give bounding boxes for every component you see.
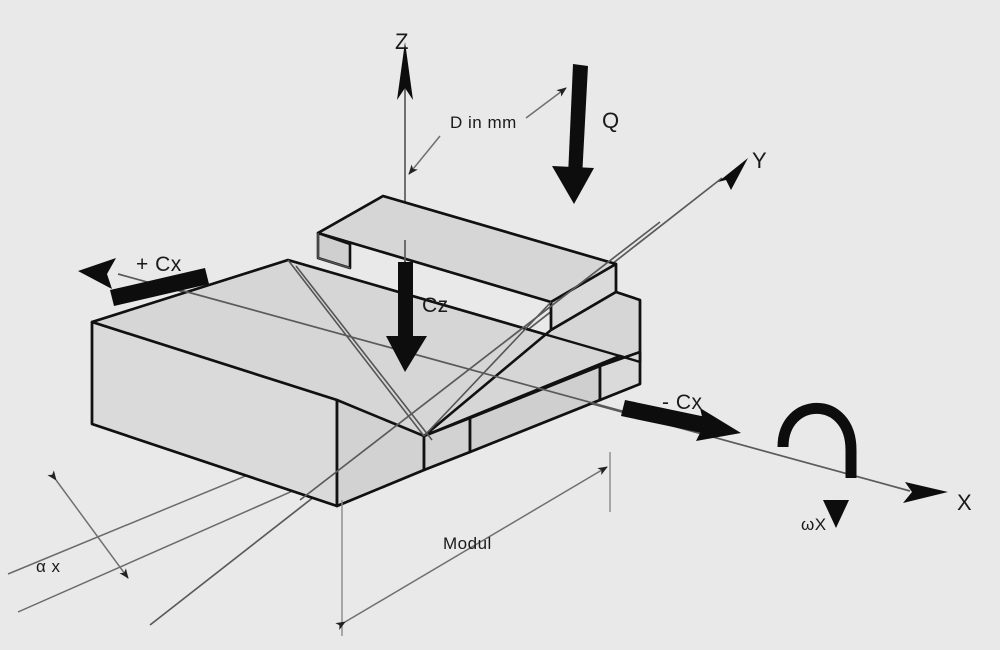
seam-line-left-2 (295, 265, 433, 441)
cz-arrowhead-icon (386, 336, 427, 372)
minus-cx-arrow-shaft (621, 400, 706, 433)
y-axis-overlay (299, 221, 661, 501)
d-dimension-leader-left (408, 135, 441, 175)
seam-line-right (423, 301, 552, 437)
omega-x-label: ωX (801, 515, 827, 534)
d-dimension-leader-right (525, 87, 567, 119)
omega-x-group: ωX (777, 402, 857, 534)
cz-label: Cz (422, 294, 449, 317)
right-slab-step-edge (615, 290, 641, 302)
alpha-x-double-arrow-icon (47, 470, 129, 579)
d-in-mm-label: D in mm (450, 113, 517, 132)
seam-line-left (287, 259, 425, 437)
minus-cx-arrowhead-icon (696, 408, 741, 441)
plus-cx-arrow-shaft (110, 268, 209, 306)
modul-group: Modul (335, 452, 611, 636)
y-axis-arrowhead-icon (718, 158, 748, 190)
q-force-group: Q (552, 64, 620, 204)
z-axis-arrowhead-icon (397, 42, 413, 100)
x-axis-arrowhead-icon (903, 482, 948, 503)
q-arrow-shaft (568, 64, 588, 178)
q-arrowhead-icon (552, 166, 594, 204)
back-slab-step-line (317, 257, 351, 269)
alpha-x-label: α x (36, 557, 61, 576)
modul-label: Modul (443, 534, 492, 553)
omega-x-arrowhead-icon (823, 500, 849, 528)
z-axis-label: Z (395, 29, 409, 54)
minus-cx-label: - Cx (662, 391, 703, 414)
q-label: Q (602, 108, 620, 133)
curved-rotation-arrow-icon (777, 402, 857, 478)
cz-force-group: Cz (386, 262, 449, 372)
plus-cx-label: + Cx (136, 253, 182, 276)
d-in-mm-group: D in mm (408, 87, 567, 175)
cz-arrow-shaft (398, 262, 413, 348)
y-axis-label: Y (752, 148, 767, 173)
modul-dimension-arrow-icon (335, 466, 608, 631)
minus-cx-group: - Cx (621, 391, 741, 441)
x-axis-label: X (957, 490, 972, 515)
plus-cx-arrowhead-icon (78, 258, 116, 289)
plus-cx-group: + Cx (78, 253, 209, 306)
right-slab-front-edge (468, 364, 601, 452)
alpha-x-group: α x (36, 470, 129, 579)
